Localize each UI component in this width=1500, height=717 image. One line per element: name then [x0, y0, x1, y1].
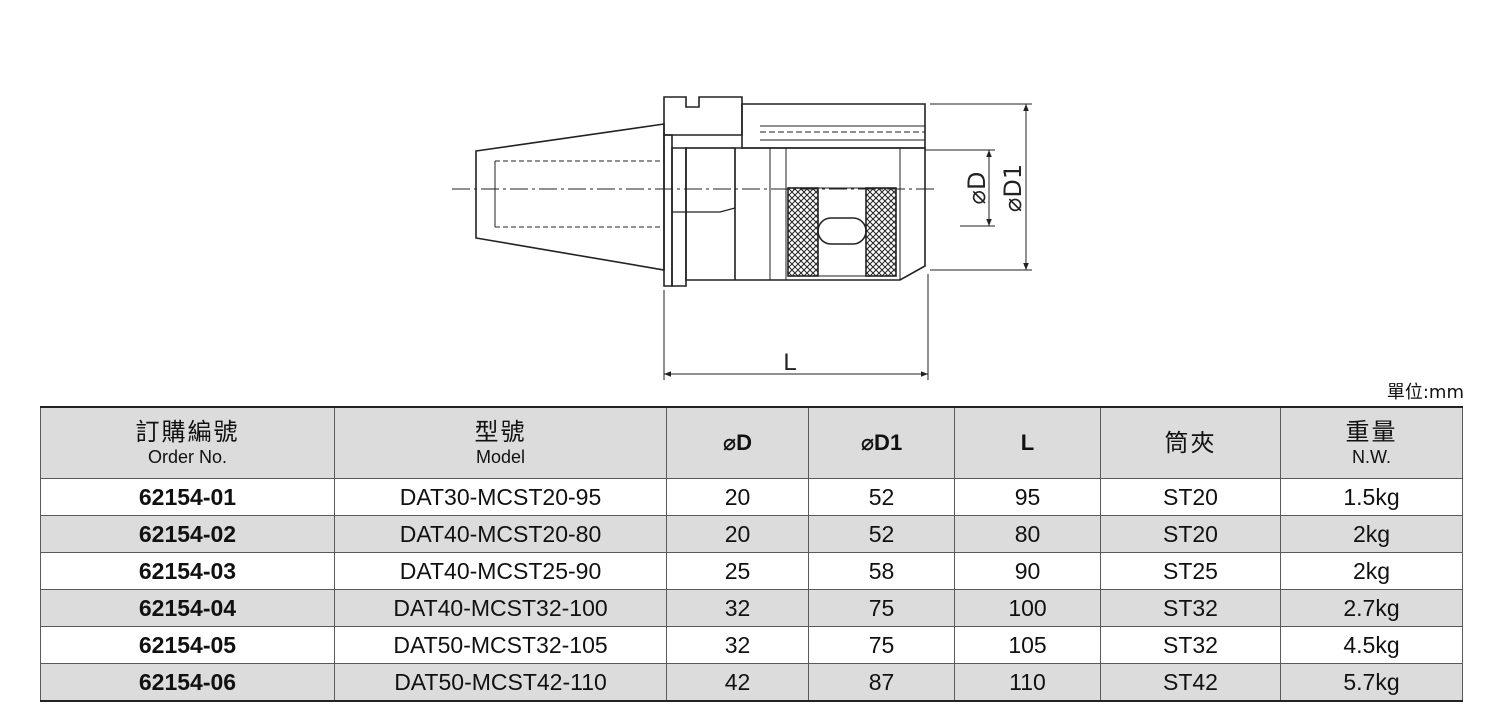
table-row: 62154-02 DAT40-MCST20-80 20 52 80 ST20 2… [40, 515, 1463, 553]
table-header-row: 訂購編號 Order No. 型號 Model ⌀D ⌀D1 L 筒夾 重量 N… [40, 406, 1463, 479]
cell-d: 20 [666, 478, 809, 516]
header-weight: 重量 N.W. [1280, 406, 1463, 479]
header-model-en: Model [475, 447, 526, 467]
cell-collet: ST25 [1100, 552, 1281, 590]
cell-weight: 1.5kg [1280, 478, 1463, 516]
cell-order: 62154-04 [40, 589, 335, 627]
cell-d: 32 [666, 589, 809, 627]
unit-label: 單位:mm [1386, 382, 1464, 403]
cell-collet: ST32 [1100, 626, 1281, 664]
cell-l: 105 [954, 626, 1101, 664]
cell-d1: 75 [808, 626, 955, 664]
header-d1: ⌀D1 [808, 406, 955, 479]
header-order: 訂購編號 Order No. [40, 406, 335, 479]
knurl-ring-right [865, 187, 897, 277]
cell-weight: 2kg [1280, 515, 1463, 553]
header-model-zh: 型號 [474, 418, 527, 446]
cell-l: 100 [954, 589, 1101, 627]
dim-d-label: ⌀D [963, 172, 991, 205]
cell-model: DAT50-MCST32-105 [334, 626, 667, 664]
dim-d1-label: ⌀D1 [999, 164, 1027, 212]
cell-weight: 2.7kg [1280, 589, 1463, 627]
spec-table: 訂購編號 Order No. 型號 Model ⌀D ⌀D1 L 筒夾 重量 N… [40, 406, 1463, 702]
header-model: 型號 Model [334, 406, 667, 479]
cell-d1: 52 [808, 478, 955, 516]
cell-model: DAT30-MCST20-95 [334, 478, 667, 516]
flange [663, 96, 743, 136]
table-row: 62154-05 DAT50-MCST32-105 32 75 105 ST32… [40, 626, 1463, 664]
cell-d: 20 [666, 515, 809, 553]
cell-l: 90 [954, 552, 1101, 590]
cell-l: 95 [954, 478, 1101, 516]
cell-weight: 4.5kg [1280, 626, 1463, 664]
cell-order: 62154-06 [40, 663, 335, 702]
cell-model: DAT40-MCST20-80 [334, 515, 667, 553]
cell-order: 62154-05 [40, 626, 335, 664]
header-collet: 筒夾 [1100, 406, 1281, 479]
cell-l: 80 [954, 515, 1101, 553]
cell-weight: 2kg [1280, 552, 1463, 590]
table-row: 62154-03 DAT40-MCST25-90 25 58 90 ST25 2… [40, 552, 1463, 590]
header-weight-zh: 重量 [1345, 418, 1398, 446]
cell-l: 110 [954, 663, 1101, 702]
cell-order: 62154-03 [40, 552, 335, 590]
cell-d1: 87 [808, 663, 955, 702]
taper-shank [475, 123, 665, 271]
cell-model: DAT40-MCST25-90 [334, 552, 667, 590]
cell-order: 62154-01 [40, 478, 335, 516]
cell-order: 62154-02 [40, 515, 335, 553]
table-row: 62154-04 DAT40-MCST32-100 32 75 100 ST32… [40, 589, 1463, 627]
dim-l-label: L [783, 349, 796, 376]
header-d: ⌀D [666, 406, 809, 479]
cell-collet: ST42 [1100, 663, 1281, 702]
cell-d: 32 [666, 626, 809, 664]
cell-collet: ST32 [1100, 589, 1281, 627]
cell-weight: 5.7kg [1280, 663, 1463, 702]
knurl-ring-left [787, 187, 819, 277]
cell-d1: 52 [808, 515, 955, 553]
tool-holder-drawing: ⌀D ⌀D1 L [452, 96, 1032, 380]
cell-model: DAT50-MCST42-110 [334, 663, 667, 702]
cell-collet: ST20 [1100, 478, 1281, 516]
header-l: L [954, 406, 1101, 479]
header-order-zh: 訂購編號 [135, 418, 240, 446]
table-row: 62154-01 DAT30-MCST20-95 20 52 95 ST20 1… [40, 478, 1463, 516]
cell-d1: 58 [808, 552, 955, 590]
header-order-en: Order No. [147, 447, 228, 467]
cell-d: 42 [666, 663, 809, 702]
table-row: 62154-06 DAT50-MCST42-110 42 87 110 ST42… [40, 663, 1463, 702]
cell-d1: 75 [808, 589, 955, 627]
header-weight-en: N.W. [1352, 447, 1391, 467]
clamp-slot [817, 217, 867, 245]
cell-d: 25 [666, 552, 809, 590]
cell-model: DAT40-MCST32-100 [334, 589, 667, 627]
cell-collet: ST20 [1100, 515, 1281, 553]
